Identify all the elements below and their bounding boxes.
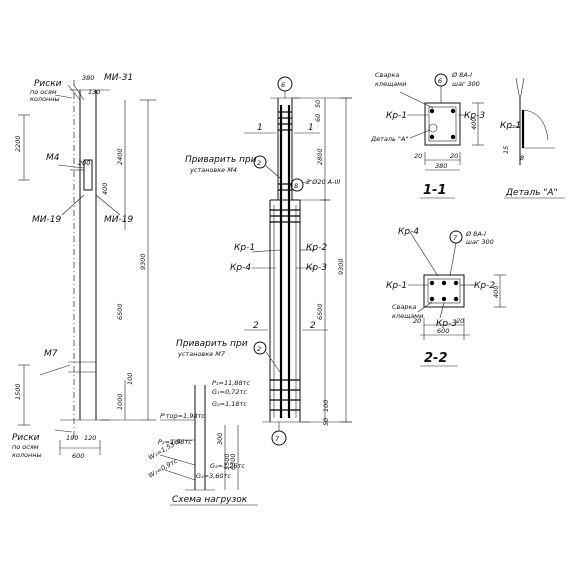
dim-600-sec2: 600 — [437, 327, 449, 335]
dim-8-detail: 8 — [520, 154, 524, 162]
label-kr1-sec2: Кр-1 — [386, 281, 407, 291]
dim-2400: 2400 — [116, 148, 124, 165]
label-shag-1: шаг 300 — [452, 80, 480, 88]
dim-400-sec2: 400 — [492, 286, 500, 298]
label-po-osyam-top: по осям — [30, 88, 57, 96]
segment-1-right: 1 — [308, 123, 314, 133]
dim-400-bracket: 400 — [101, 183, 109, 195]
label-riski-bottom: Риски — [12, 433, 40, 443]
dim-2800: 2800 — [316, 148, 324, 165]
marker-6-section: 6 — [438, 77, 442, 85]
dim-190: 190 — [66, 434, 78, 442]
note-privarit-m7-line1: Приварить при — [176, 339, 248, 349]
load-g4: G₄=3,60тс — [196, 472, 231, 480]
title-section-1-1: 1-1 — [423, 183, 447, 198]
label-po-osyam-bottom: по осям — [12, 443, 39, 451]
label-svarka-1: Сварка — [375, 71, 399, 79]
dim-6500-left: 6500 — [116, 303, 124, 320]
label-m7: М7 — [44, 349, 58, 359]
load-g3: G₃=1,26тс — [210, 462, 245, 470]
marker-8: 8 — [294, 182, 298, 190]
dim-380: 380 — [82, 74, 94, 82]
label-phi-1: Ø 8А-I — [451, 71, 472, 79]
segment-2-left: 2 — [253, 321, 259, 331]
note-privarit-m4-line1: Приварить при — [185, 155, 257, 165]
column-elevation-middle: 6 7 2 8 2 Приварить при установке М4 При… — [176, 76, 352, 446]
dim-50-bottom: 50 — [322, 418, 330, 426]
label-mi31: МИ-31 — [104, 73, 133, 83]
dim-380-sec1: 380 — [435, 162, 447, 170]
label-kolonny-top: колонны — [30, 95, 60, 103]
dim-9300-middle: 9300 — [337, 258, 345, 275]
load-p1: P₁=11,88тс — [212, 379, 250, 387]
title-detail-a: Деталь "А" — [505, 188, 558, 198]
label-kr3-sec1: Кр-3 — [464, 111, 485, 121]
dim-50-top: 50 — [314, 100, 322, 108]
load-g1: G₁=0,72тс — [212, 388, 247, 396]
dim-60-top: 60 — [314, 114, 322, 122]
load-p2: P₂=1,98тс — [158, 438, 192, 446]
segment-1-left: 1 — [257, 123, 263, 133]
dim-100-bottom: 100 — [322, 400, 330, 412]
label-kr4-middle: Кр-4 — [230, 263, 251, 273]
dim-2200: 2200 — [14, 135, 22, 152]
marker-7-middle: 7 — [275, 435, 280, 443]
label-kolonny-bottom: колонны — [12, 451, 42, 459]
label-kleshchami-1: клещами — [375, 80, 406, 88]
dim-5500-load: 5500 — [223, 453, 231, 470]
marker-7-section: 7 — [453, 234, 458, 242]
label-detal-a-ref: Деталь "А" — [370, 135, 408, 143]
load-g2: G₂=1,18тс — [212, 400, 247, 408]
load-scheme: P₁=11,88тс G₁=0,72тс G₂=1,18тс P'тор=1,9… — [147, 379, 258, 506]
section-2-2: Кр-4 7 Ø 8А-I шаг 300 Кр-1 Кр-2 Сварка к… — [386, 227, 506, 367]
dim-20a-sec2: 20 — [413, 317, 421, 325]
note-privarit-m4-line2: установке М4 — [189, 166, 237, 174]
segment-2-right: 2 — [310, 321, 316, 331]
marker-2-lower: 2 — [257, 345, 261, 353]
dim-400-sec1: 400 — [470, 118, 478, 130]
marker-2-upper: 2 — [257, 159, 261, 167]
dim-600-left: 600 — [72, 452, 84, 460]
column-elevation-left: Риски по осям колонны МИ-31 380 130 М4 М… — [12, 73, 156, 460]
dim-20a-sec1: 20 — [414, 152, 422, 160]
detail-a: Кр-1 15 8 Деталь "А" — [500, 77, 565, 199]
dim-100-left: 100 — [126, 373, 134, 385]
dim-120: 120 — [84, 434, 96, 442]
note-privarit-m7-line2: установке М7 — [177, 350, 226, 358]
dim-300-load: 300 — [216, 433, 224, 445]
dim-130: 130 — [88, 88, 100, 96]
label-shag-2: шаг 300 — [466, 238, 494, 246]
label-mi19-left: МИ-19 — [32, 215, 61, 225]
label-kr3-sec2: Кр-3 — [436, 319, 457, 329]
dim-9300-left: 9300 — [139, 253, 147, 270]
label-kr1-middle: Кр-1 — [234, 243, 255, 253]
label-m4: М4 — [46, 153, 60, 163]
dim-1000: 1000 — [116, 393, 124, 410]
marker-6-middle: 6 — [281, 81, 285, 89]
label-kr3-middle: Кр-3 — [306, 263, 327, 273]
label-kr1-sec1: Кр-1 — [386, 111, 407, 121]
note-stirrup: 2 Ø20 А-III — [306, 178, 340, 186]
dim-20b-sec2: 20 — [456, 317, 464, 325]
title-section-2-2: 2-2 — [424, 351, 448, 366]
dim-6300-load: 6300 — [229, 453, 237, 470]
label-kr2-sec2: Кр-2 — [474, 281, 495, 291]
label-kr1-detail: Кр-1 — [500, 121, 521, 131]
load-scheme-caption: Схема нагрузок — [172, 495, 248, 505]
label-phi-2: Ø 8А-I — [465, 230, 486, 238]
label-kr2-middle: Кр-2 — [306, 243, 327, 253]
label-kr4-sec2: Кр-4 — [398, 227, 419, 237]
dim-1500: 1500 — [14, 383, 22, 400]
section-1-1: Сварка клещами 6 Ø 8А-I шаг 300 Кр-1 Кр-… — [370, 71, 485, 199]
load-ptor: P'тор=1,98тс — [160, 412, 205, 420]
dim-200-bracket: 200 — [78, 159, 90, 167]
dim-6500-middle: 6500 — [316, 303, 324, 320]
dim-15-detail: 15 — [502, 146, 510, 154]
label-kleshchami-2: клещами — [392, 312, 423, 320]
label-svarka-2: Сварка — [392, 303, 416, 311]
label-riski-top: Риски — [34, 79, 62, 89]
dim-20b-sec1: 20 — [450, 152, 458, 160]
label-mi19-right: МИ-19 — [104, 215, 133, 225]
